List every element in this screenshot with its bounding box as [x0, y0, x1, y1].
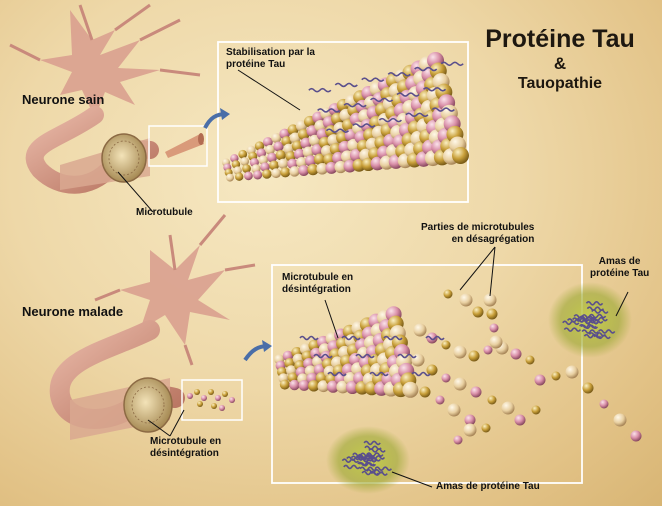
- tubulin-bead: [289, 166, 300, 177]
- title-line-1: Protéine Tau: [470, 24, 650, 54]
- tubulin-bead: [454, 436, 463, 445]
- tubulin-bead: [460, 294, 473, 307]
- label-parties-microtubules: Parties de microtubules en désagrégation: [421, 222, 534, 246]
- label-stabilisation-line2: protéine Tau: [226, 59, 315, 71]
- tubulin-bead: [484, 346, 493, 355]
- tubulin-bead: [614, 414, 627, 427]
- tubulin-bead: [448, 404, 461, 417]
- tubulin-bead: [412, 354, 425, 367]
- tubulin-bead: [454, 378, 467, 391]
- tubulin-bead: [526, 356, 535, 365]
- tubulin-bead: [211, 403, 217, 409]
- tubulin-bead: [473, 307, 484, 318]
- tubulin-bead: [452, 147, 469, 164]
- title-line-3: Tauopathie: [470, 74, 650, 94]
- healthy-microtubule: [222, 52, 469, 182]
- tubulin-bead: [442, 374, 451, 383]
- tubulin-bead: [442, 341, 451, 350]
- label-microtubule: Microtubule: [136, 207, 193, 219]
- tubulin-bead: [552, 372, 561, 381]
- tubulin-bead: [488, 396, 497, 405]
- tubulin-bead: [402, 382, 418, 398]
- tubulin-bead: [229, 397, 235, 403]
- tubulin-bead: [511, 349, 522, 360]
- label-neurone-sain: Neurone sain: [22, 92, 104, 107]
- label-mdz-line2: désintégration: [282, 284, 353, 296]
- tubulin-bead: [502, 402, 515, 415]
- tau-fiber: [412, 373, 430, 376]
- sick-neuron: [60, 215, 255, 440]
- label-parties-line2: en désagrégation: [421, 234, 534, 246]
- label-md-line2: désintégration: [150, 448, 221, 460]
- tubulin-bead: [280, 380, 290, 390]
- tau-fiber: [309, 89, 331, 92]
- tubulin-bead: [278, 159, 288, 169]
- tubulin-bead: [253, 170, 262, 179]
- tubulin-bead: [194, 389, 200, 395]
- tubulin-bead: [444, 290, 453, 299]
- tubulin-bead: [469, 351, 480, 362]
- tubulin-bead: [490, 336, 503, 349]
- tau-clump-right: [548, 282, 632, 358]
- tubulin-bead: [535, 375, 546, 386]
- tubulin-bead: [226, 174, 234, 182]
- tubulin-bead: [187, 393, 193, 399]
- tubulin-bead: [471, 387, 482, 398]
- tubulin-bead: [487, 309, 498, 320]
- small-disintegrated-beads: [187, 389, 235, 411]
- label-amas-right: Amas de protéine Tau: [590, 256, 649, 280]
- label-stabilisation: Stabilisation par la protéine Tau: [226, 47, 315, 71]
- label-microtubule-desintegration-zoom: Microtubule en désintégration: [282, 272, 353, 296]
- tubulin-bead: [482, 424, 491, 433]
- small-microtubule-top: [165, 133, 204, 158]
- tubulin-bead: [631, 431, 642, 442]
- tau-clump-bottom: [326, 426, 410, 494]
- label-neurone-malade: Neurone malade: [22, 304, 123, 319]
- tubulin-bead: [244, 171, 253, 180]
- label-microtubule-desintegration: Microtubule en désintégration: [150, 436, 221, 460]
- tubulin-bead: [566, 366, 579, 379]
- tubulin-bead: [427, 365, 438, 376]
- tubulin-bead: [490, 324, 499, 333]
- tubulin-bead: [208, 389, 214, 395]
- tubulin-bead: [464, 424, 477, 437]
- tau-fiber: [335, 83, 357, 86]
- tubulin-bead: [235, 173, 243, 181]
- label-amas-right-line1: Amas de: [590, 256, 649, 268]
- tubulin-bead: [280, 167, 290, 177]
- tau-fiber: [441, 62, 463, 65]
- tubulin-bead: [515, 415, 526, 426]
- tubulin-bead: [197, 401, 203, 407]
- title-line-2: &: [470, 54, 650, 74]
- label-mdz-line1: Microtubule en: [282, 272, 353, 284]
- tau-fiber: [300, 337, 318, 340]
- tubulin-bead: [414, 324, 427, 337]
- tubulin-bead: [215, 395, 221, 401]
- tubulin-bead: [201, 395, 207, 401]
- tubulin-bead: [436, 396, 445, 405]
- label-amas-bottom: Amas de protéine Tau: [436, 481, 540, 493]
- tubulin-bead: [532, 406, 541, 415]
- tubulin-bead: [583, 383, 594, 394]
- tubulin-bead: [222, 391, 228, 397]
- tubulin-bead: [420, 387, 431, 398]
- label-amas-right-line2: protéine Tau: [590, 268, 649, 280]
- label-md-line1: Microtubule en: [150, 436, 221, 448]
- tubulin-bead: [262, 169, 271, 178]
- figure-title: Protéine Tau & Tauopathie: [470, 24, 650, 94]
- disintegrating-microtubule: [274, 306, 418, 398]
- label-stabilisation-line1: Stabilisation par la: [226, 47, 315, 59]
- tubulin-bead: [454, 346, 467, 359]
- tubulin-bead: [219, 405, 225, 411]
- label-parties-line1: Parties de microtubules: [421, 222, 534, 234]
- tubulin-bead: [271, 168, 281, 178]
- tubulin-bead: [600, 400, 609, 409]
